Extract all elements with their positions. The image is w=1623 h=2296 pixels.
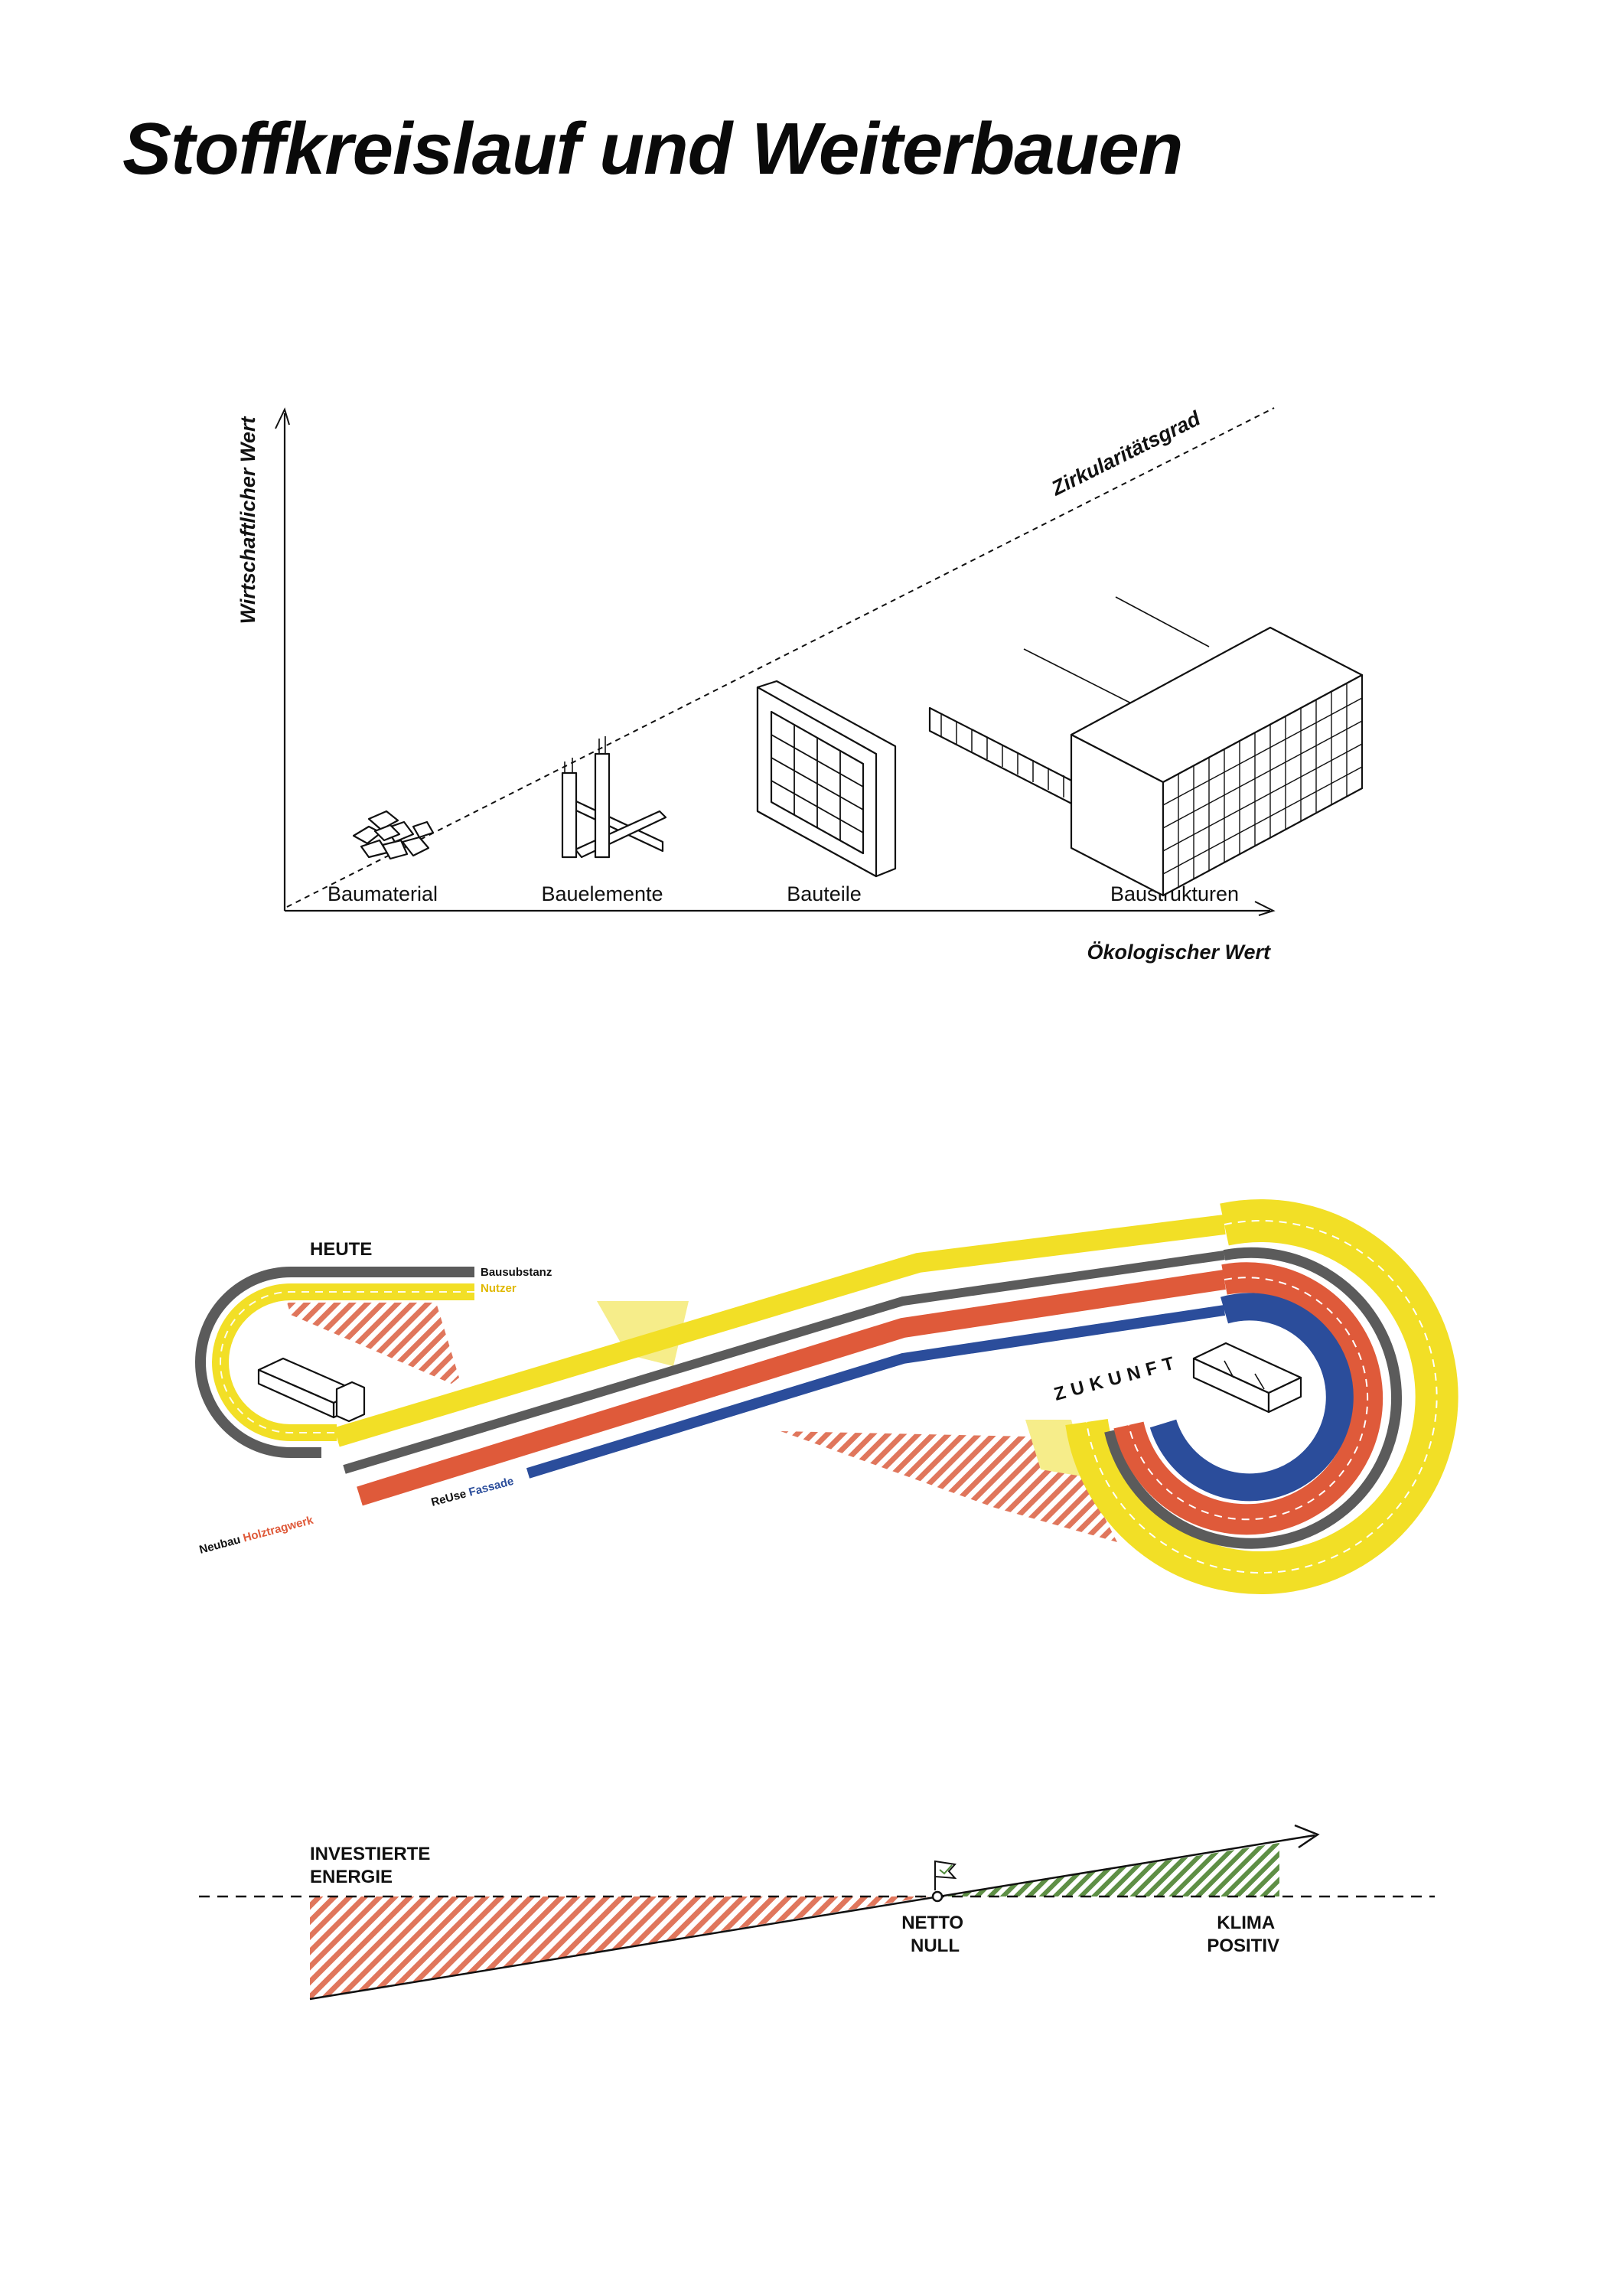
bausubstanz-diagonal xyxy=(343,1251,1225,1474)
red-hatch-band-left xyxy=(287,1303,459,1384)
building-structure-icon xyxy=(928,596,1364,897)
investierte-line1: INVESTIERTE xyxy=(310,1844,430,1864)
circularity-diagram: Wirtschaftlicher Wert Ökologischer Wert … xyxy=(236,406,1364,964)
x-axis-label: Ökologischer Wert xyxy=(1087,941,1271,964)
x-axis-arrowhead xyxy=(1254,901,1276,916)
red-hatch-band-right xyxy=(781,1431,1117,1542)
flag-icon xyxy=(934,1860,957,1890)
investierte-line2: ENERGIE xyxy=(310,1867,393,1887)
holztragwerk-highlight: Holztragwerk xyxy=(242,1514,315,1545)
yellow-hatch-band-left xyxy=(597,1301,689,1366)
zukunft-building-icon xyxy=(1192,1342,1302,1414)
holztragwerk-diagonal xyxy=(357,1270,1226,1506)
netto-null-label: NETTO NULL xyxy=(901,1913,969,1956)
heute-building-icon xyxy=(257,1357,366,1423)
nutzer-label: Nutzer xyxy=(481,1282,517,1295)
track-diagram: HEUTE Bausubstanz Nutzer ZUKUNFT Neubau … xyxy=(195,1199,1458,1595)
netto-line1: NETTO xyxy=(901,1913,963,1933)
bausubstanz-label: Bausubstanz xyxy=(481,1266,552,1279)
facade-panel-icon xyxy=(756,680,897,878)
zukunft-spiral xyxy=(1065,1199,1458,1595)
trend-line xyxy=(286,407,1275,908)
fassade-highlight: Fassade xyxy=(468,1475,515,1499)
reuse-prefix: ReUse xyxy=(430,1487,468,1509)
energy-arrowhead xyxy=(1294,1824,1320,1849)
net-zero-marker xyxy=(931,1890,943,1903)
y-axis-label: Wirtschaftlicher Wert xyxy=(236,416,259,625)
category-label-baumaterial: Baumaterial xyxy=(328,882,438,905)
investierte-energie-label: INVESTIERTE ENERGIE xyxy=(310,1844,435,1887)
netto-line2: NULL xyxy=(911,1936,960,1956)
energy-trend-line xyxy=(309,1834,1315,2001)
page-title: Stoffkreislauf und Weiterbauen xyxy=(122,108,1183,190)
trend-label: Zirkularitätsgrad xyxy=(1047,406,1204,501)
zukunft-label: ZUKUNFT xyxy=(1052,1352,1183,1405)
klima-line2: POSITIV xyxy=(1207,1936,1279,1956)
category-label-bauelemente: Bauelemente xyxy=(541,882,663,905)
fassade-diagonal xyxy=(526,1305,1226,1479)
energy-diagram: INVESTIERTE ENERGIE NETTO NULL KLIMA POS… xyxy=(199,1824,1435,2001)
building-elements-icon xyxy=(561,736,667,859)
bausubstanz-left-loop xyxy=(195,1267,474,1458)
rubble-icon xyxy=(352,810,435,860)
heute-label: HEUTE xyxy=(310,1239,372,1260)
nutzer-diagonal xyxy=(334,1215,1226,1447)
y-axis-arrowhead xyxy=(275,407,290,429)
klima-positiv-label: KLIMA POSITIV xyxy=(1207,1913,1279,1956)
neubau-prefix: Neubau xyxy=(198,1533,243,1557)
klima-line1: KLIMA xyxy=(1217,1913,1275,1933)
neubau-holztragwerk-label: Neubau Holztragwerk xyxy=(198,1514,315,1557)
category-label-bauteile: Bauteile xyxy=(787,882,862,905)
zukunft-label-text: ZUKUNFT xyxy=(1052,1352,1183,1405)
